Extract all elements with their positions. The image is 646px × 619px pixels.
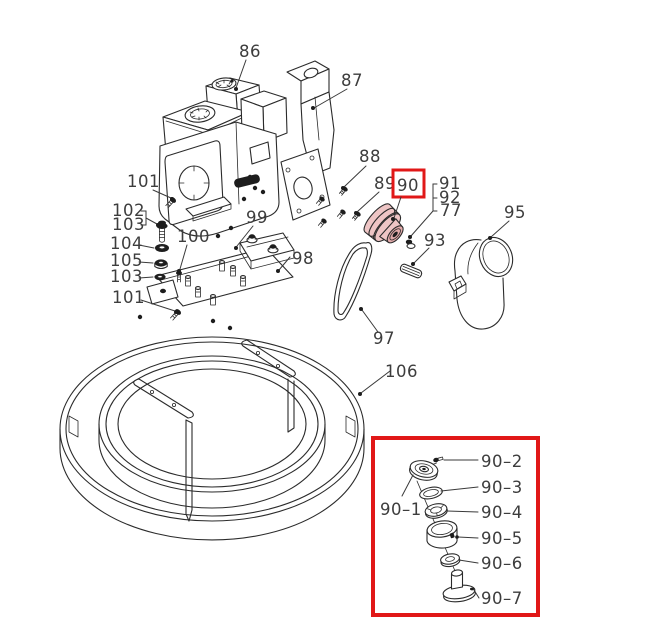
part-90-2 [433,456,444,463]
ring-brace [241,339,296,433]
inset-highlight-box [371,436,540,617]
part-90-3 [419,486,443,500]
belt-cover [448,236,514,330]
callout-77: 77 [440,201,462,220]
callout-95: 95 [504,203,526,222]
callout-102: 102 [112,201,145,220]
part-90-1 [409,460,439,481]
label-90-highlight-box [391,168,426,199]
callout-101-bottom: 101 [112,288,145,307]
callout-90-2: 90–2 [481,452,523,471]
part-90-4 [424,503,448,519]
callout-90-7: 90–7 [481,589,523,608]
callout-91: 91 [439,174,461,193]
pulley-detail-inset: 90–2 90–3 90–1 90–4 90–5 90–6 90–7 [371,436,540,617]
part-90-5 [426,520,458,549]
callout-90-5: 90–5 [481,529,523,548]
plate-studs [185,260,246,306]
callout-106: 106 [385,362,418,381]
callout-90-6: 90–6 [481,554,523,573]
callout-105: 105 [110,251,143,270]
shaft-key [399,263,423,279]
callout-97: 97 [373,329,395,348]
callout-98: 98 [292,249,314,268]
recoil-grip [234,174,260,188]
clutch-pulley [363,203,404,244]
callout-103-top: 103 [112,215,145,234]
callout-99: 99 [246,208,268,227]
callout-90-4: 90–4 [481,503,523,522]
callout-90-1: 90–1 [380,500,422,519]
mount-plate [137,232,295,331]
ring-brace [133,378,194,522]
engine-assembly [158,77,309,239]
callout-100: 100 [177,227,210,246]
part-90-7 [442,569,476,603]
v-belt [333,242,373,321]
fuel-cap [184,105,216,123]
callout-104: 104 [110,234,143,253]
callout-103-bottom: 103 [110,267,143,286]
callout-93: 93 [424,231,446,250]
callout-90-3: 90–3 [481,478,523,497]
callout-86: 86 [239,42,261,61]
rail-bolt [267,244,279,254]
mount-bolts [315,186,361,228]
callout-89: 89 [374,174,396,193]
guard-ring [59,336,365,541]
callout-101-top: 101 [127,172,160,191]
callout-90: 90 [397,176,419,195]
rail-bolt [246,234,258,244]
callout-88: 88 [359,147,381,166]
callout-87: 87 [341,71,363,90]
callouts: 86 87 88 89 90 91 92 77 93 95 97 98 99 1… [110,42,526,396]
part-90-6 [440,553,461,568]
callout-92: 92 [439,188,461,207]
air-filter-cap [211,77,237,91]
support-bracket [280,60,335,221]
